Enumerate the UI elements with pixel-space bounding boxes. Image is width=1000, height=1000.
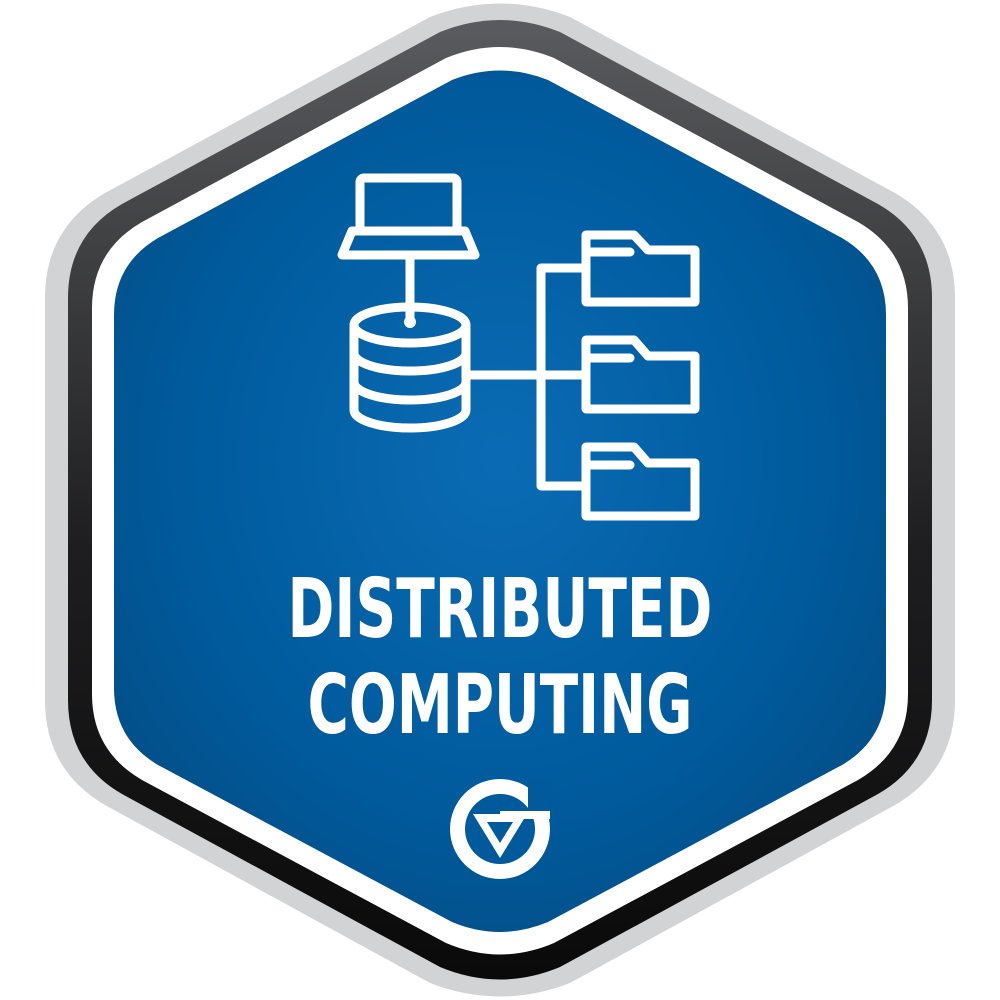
folder-icon: [581, 335, 700, 414]
badge-title-line-1: DISTRIBUTED: [288, 562, 713, 657]
badge-title-line-2: COMPUTING: [308, 658, 693, 753]
folder-icon: [581, 442, 700, 521]
tree-connector: [461, 263, 590, 491]
database-dot: [404, 316, 416, 328]
laptop-icon: [337, 173, 480, 260]
database-icon: [349, 302, 471, 433]
gv-logo-icon: [450, 779, 552, 879]
folder-icon: [581, 230, 700, 307]
network-illustration: [337, 173, 700, 521]
